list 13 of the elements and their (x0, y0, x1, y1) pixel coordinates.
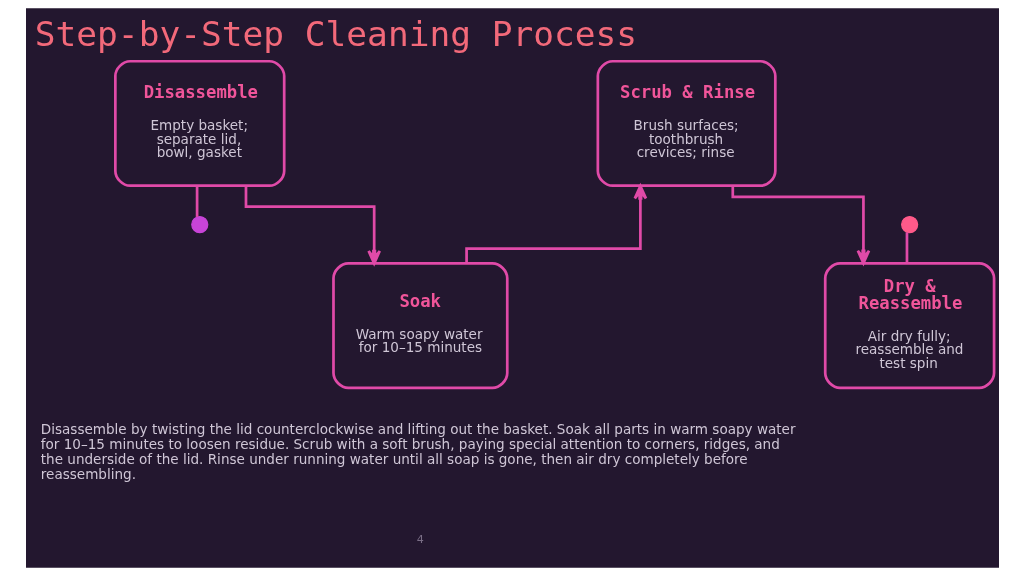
caption: Disassemble by twisting the lid counterclockwise and lifting out the basket. Soak all parts in warm soapy water for 10–15 minutes to loosen residue. Scrub with a soft brush, paying special attention to corners, ridges, and the underside of the lid. Rinse under running water until all soap is gone, then air dry completely before reassembling. (40, 421, 796, 482)
node-circle (900, 215, 918, 234)
label: 4 (416, 533, 424, 547)
diagram-title: Step-by-Step Cleaning Process (34, 13, 637, 54)
node-circle (190, 215, 208, 234)
arrow (244, 186, 381, 265)
connector (905, 232, 908, 264)
node-box: Dry & Reassemble Air dry fully; reassemble and test spin (823, 262, 995, 390)
node-box: Scrub & Rinse Brush surfaces; toothbrush crevices; rinse (596, 59, 777, 188)
arrow (730, 186, 870, 265)
node-box: Disassemble Empty basket; separate lid, bowl, gasket (113, 59, 286, 188)
node-box: Soak Warm soapy water for 10–15 minutes (331, 262, 509, 390)
connector (195, 185, 198, 217)
